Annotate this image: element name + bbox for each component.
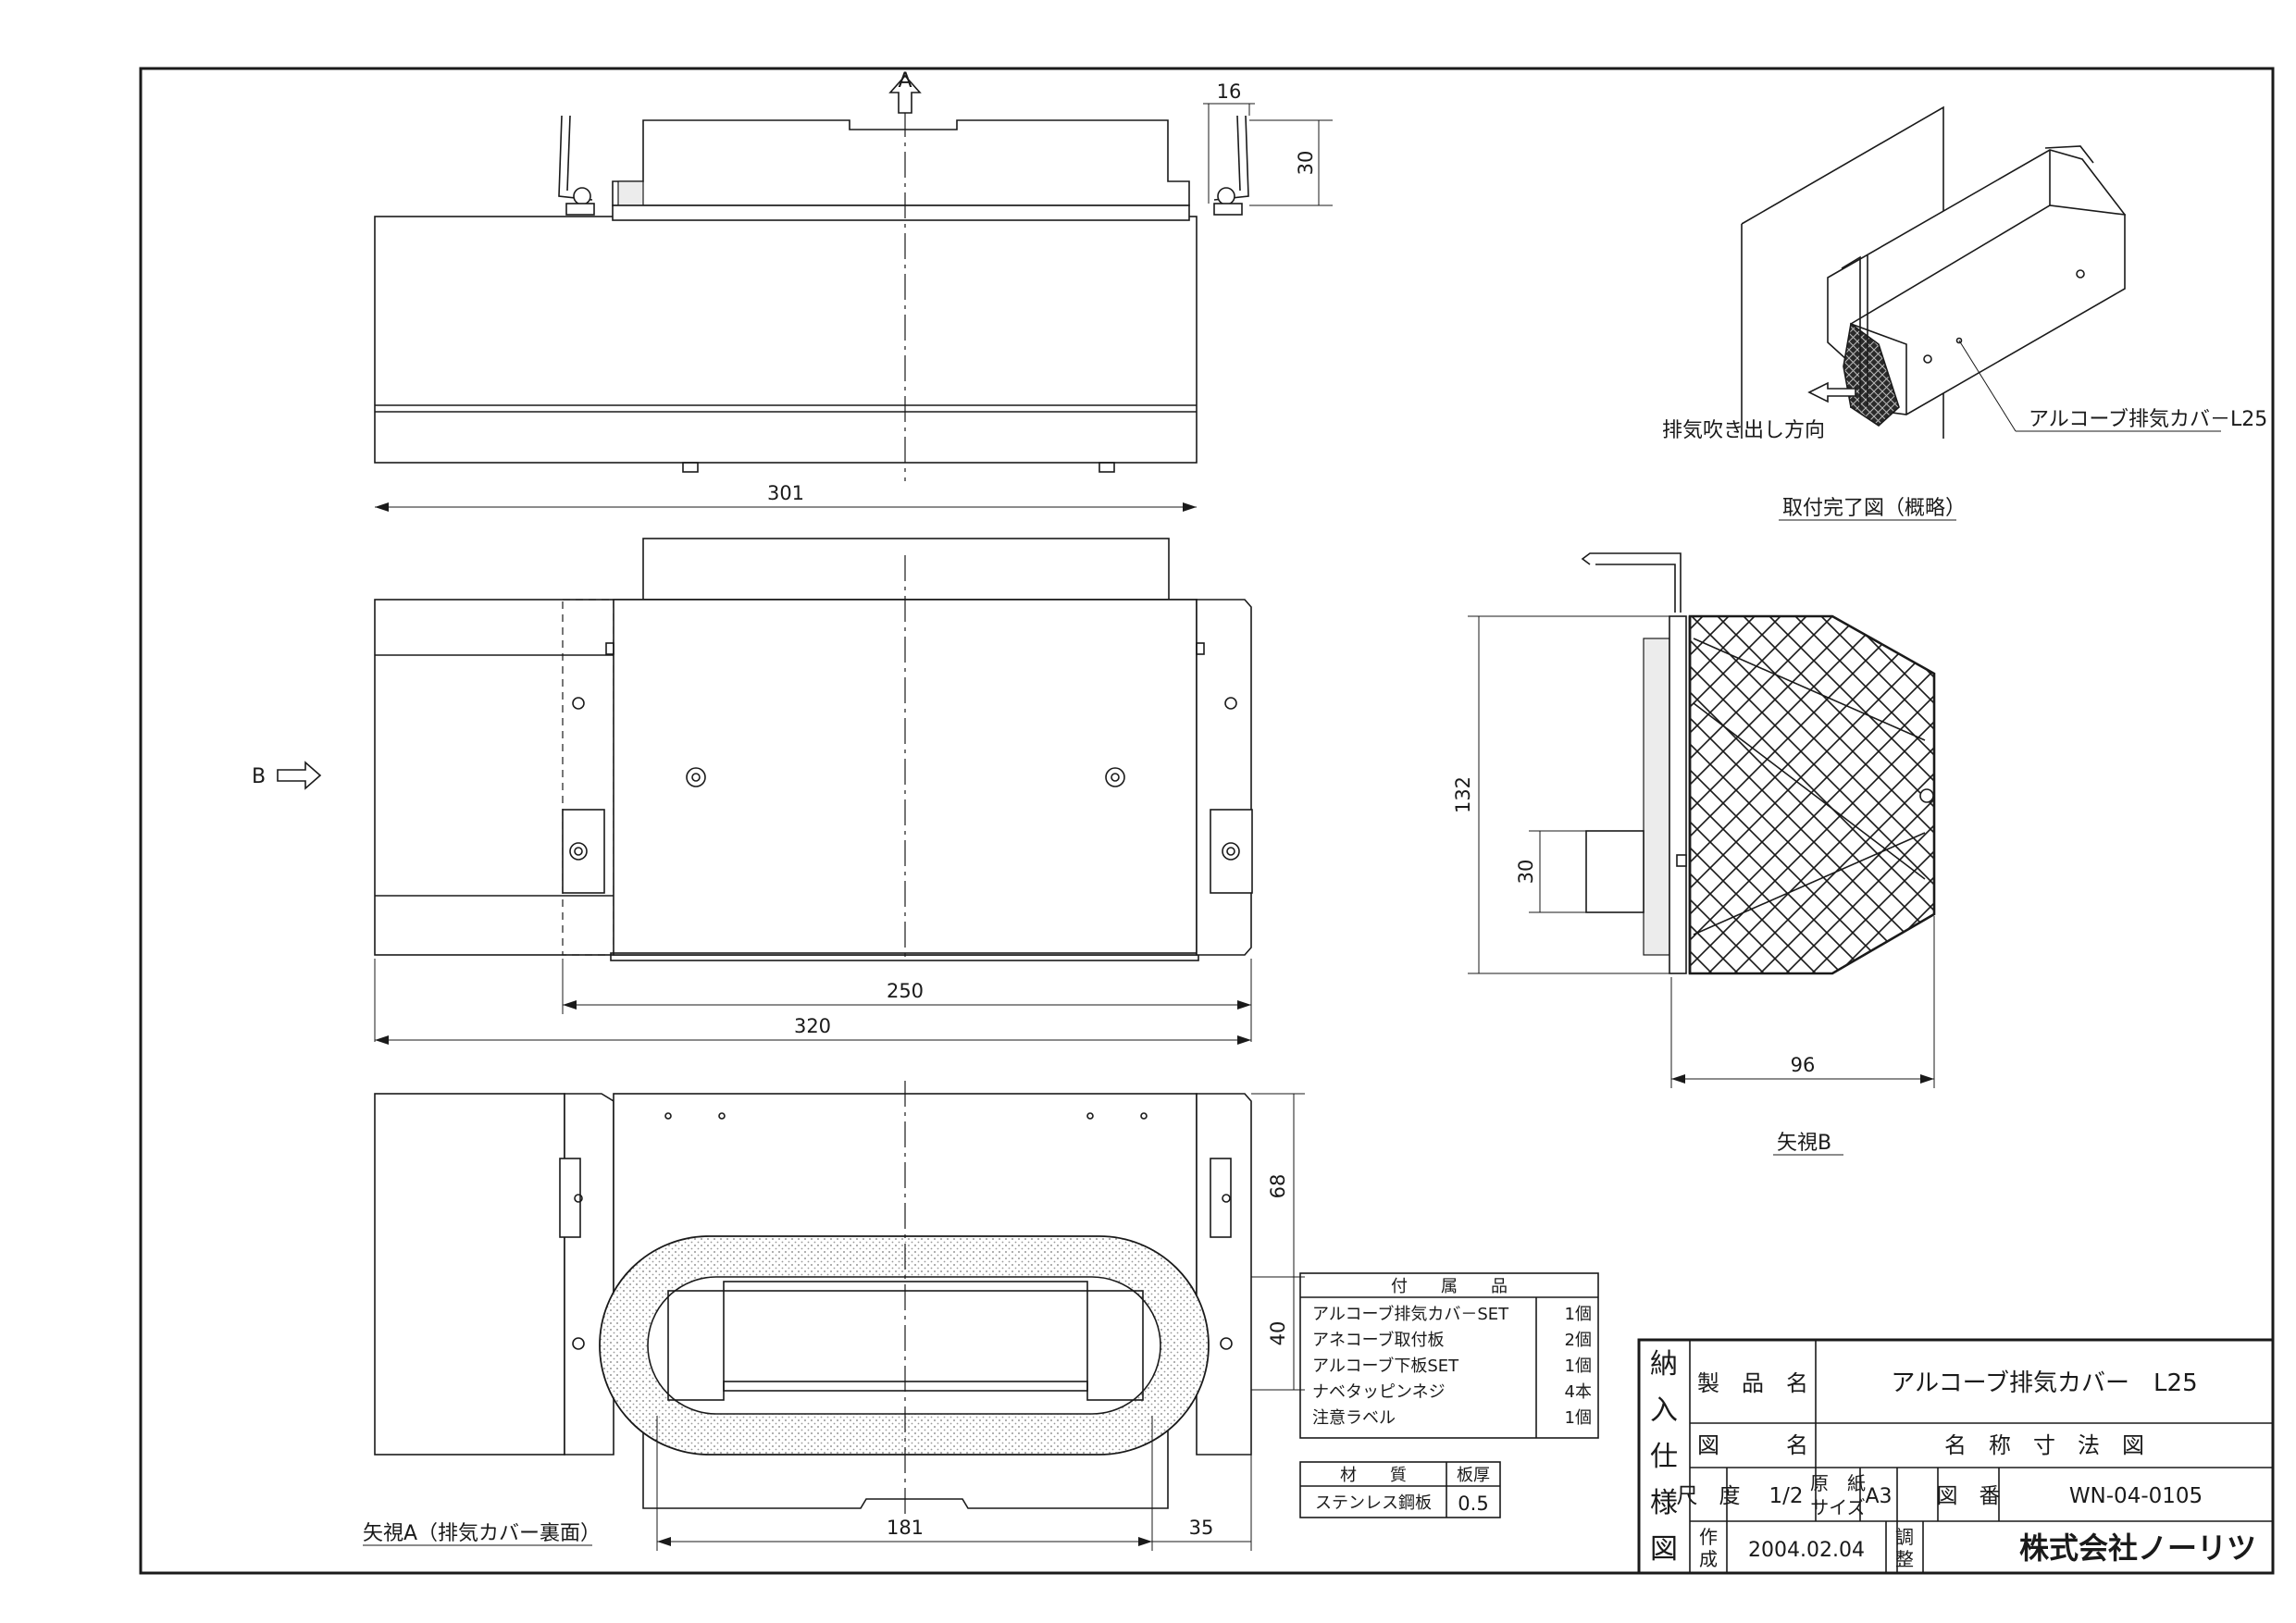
accessory-qty: 1個 [1565, 1305, 1592, 1324]
front-view: 301 B 250 [252, 482, 1253, 1045]
accessory-qty: 1個 [1565, 1408, 1592, 1428]
view-b: 132 30 96 矢視B [1452, 552, 1936, 1156]
side-title-char: 図 [1650, 1533, 1678, 1566]
dim-250: 250 [887, 980, 924, 1002]
drawing-no-label: 図 番 [1937, 1484, 2001, 1508]
adjusted-label: 調 [1895, 1526, 1914, 1548]
dim-132: 132 [1452, 776, 1474, 813]
accessory-name: アルコーブ排気カバ－SET [1312, 1304, 1509, 1324]
accessory-name: 注意ラベル [1312, 1408, 1396, 1428]
title-block: 納 入 仕 様 図 製 品 名 アルコーブ排気カバー L25 図 名 名 称 寸… [1637, 1338, 2275, 1575]
side-title-char: 納 [1650, 1348, 1678, 1381]
created-label: 成 [1699, 1548, 1718, 1570]
dim-30-side: 30 [1515, 860, 1537, 885]
thickness-value: 0.5 [1458, 1493, 1488, 1515]
created-date: 2004.02.04 [1748, 1539, 1865, 1562]
created-label: 作 [1699, 1526, 1718, 1548]
view-b-label: 矢視B [1777, 1132, 1831, 1155]
top-view: A 16 30 [374, 69, 1333, 481]
exhaust-direction-label: 排気吹き出し方向 [1662, 419, 1825, 442]
scale-label: 尺 度 [1677, 1484, 1741, 1508]
accessory-name: アネコーブ取付板 [1312, 1330, 1445, 1350]
adjusted-label: 整 [1895, 1548, 1914, 1570]
dim-35: 35 [1189, 1517, 1214, 1539]
product-callout: アルコーブ排気カバ－L25 [2029, 408, 2267, 431]
paper-size-value: A3 [1865, 1485, 1892, 1508]
thickness-col-header: 板厚 [1457, 1466, 1490, 1485]
accessory-qty: 4本 [1565, 1382, 1592, 1402]
dim-320: 320 [794, 1015, 831, 1037]
paper-size-label: 原 紙 [1810, 1472, 1866, 1494]
arrow-a-label: A [898, 69, 912, 93]
dim-96: 96 [1791, 1054, 1816, 1076]
side-title-char: 様 [1650, 1487, 1678, 1519]
material-table: 材 質 板厚 ステンレス鋼板 0.5 [1299, 1461, 1501, 1518]
drawing-no: WN-04-0105 [2069, 1484, 2203, 1508]
sheet-border [139, 67, 2275, 1575]
accessory-name: アルコーブ下板SET [1312, 1356, 1459, 1376]
dim-301: 301 [767, 482, 804, 504]
dim-16: 16 [1217, 81, 1242, 103]
product-name: アルコーブ排気カバー L25 [1891, 1369, 2197, 1397]
drawing-name-label: 図 名 [1697, 1432, 1808, 1458]
install-view-label: 取付完了図（概略） [1782, 497, 1966, 520]
drawing-name: 名 称 寸 法 図 [1944, 1432, 2144, 1458]
dim-68: 68 [1267, 1174, 1289, 1199]
accessories-table: 付 属 品 アルコーブ排気カバ－SET 1個 アネコーブ取付板 2個 アルコーブ… [1299, 1272, 1599, 1439]
product-name-label: 製 品 名 [1697, 1370, 1808, 1396]
side-title-char: 仕 [1650, 1441, 1678, 1473]
view-a-label: 矢視A（排気カバー裏面） [363, 1522, 601, 1545]
material-value: ステンレス鋼板 [1315, 1493, 1432, 1513]
company-name: 株式会社ノーリツ [2019, 1530, 2256, 1566]
install-view: アルコーブ排気カバ－L25 排気吹き出し方向 取付完了図（概略） [1662, 105, 2267, 521]
accessory-qty: 2個 [1565, 1331, 1592, 1350]
dim-181: 181 [887, 1517, 924, 1539]
accessory-qty: 1個 [1565, 1357, 1592, 1376]
dim-30-top: 30 [1295, 151, 1317, 176]
scale-value: 1/2 [1769, 1484, 1803, 1508]
dim-40: 40 [1267, 1321, 1289, 1346]
arrow-b-label: B [252, 765, 266, 788]
view-a: 68 40 181 35 矢視A（排気カバー裏面） [363, 1081, 1305, 1551]
side-title-char: 入 [1650, 1394, 1678, 1427]
paper-size-label: サイズ [1810, 1496, 1865, 1518]
accessories-header: 付 属 品 [1391, 1277, 1508, 1296]
material-col-header: 材 質 [1340, 1466, 1407, 1485]
accessory-name: ナベタッピンネジ [1312, 1382, 1446, 1402]
